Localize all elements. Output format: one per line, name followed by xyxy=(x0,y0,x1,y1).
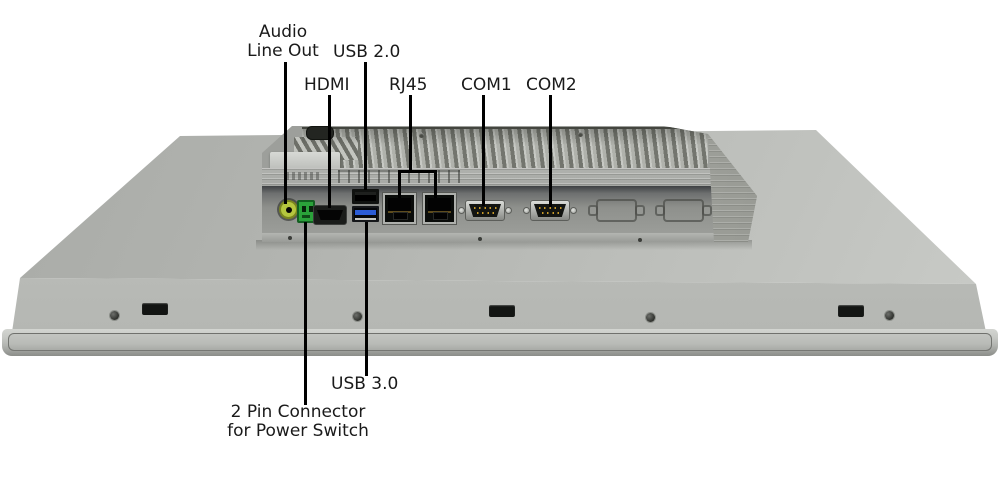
chassis-screw xyxy=(646,313,655,322)
label-com2: COM2 xyxy=(526,75,577,95)
module-drop-shadow xyxy=(256,240,752,250)
label-audio-line1: Audio xyxy=(258,22,308,42)
flange-screw xyxy=(288,236,292,240)
rj45-clip-slot xyxy=(433,212,448,220)
leader-audio-line-out xyxy=(284,62,287,204)
leader-rj45-branch-1 xyxy=(398,170,401,198)
label-com1: COM1 xyxy=(461,75,512,95)
usb3-blue-tongue xyxy=(355,210,376,215)
chassis-screw xyxy=(110,311,119,320)
hdmi-port xyxy=(313,205,347,225)
leader-rj45-branch-2 xyxy=(434,170,437,198)
leader-usb3 xyxy=(365,222,368,376)
module-front-face xyxy=(262,168,724,188)
leader-com2 xyxy=(549,95,552,207)
usb-3-0-port xyxy=(352,206,379,222)
chassis-screw xyxy=(353,312,362,321)
leader-usb2 xyxy=(364,62,367,190)
leader-hdmi xyxy=(328,95,331,208)
heatsink-shading xyxy=(302,127,708,168)
heatsink-fins xyxy=(302,127,708,170)
db9-pins-bottom xyxy=(477,212,495,214)
audio-line-out-jack xyxy=(279,200,298,219)
power-pin-hole xyxy=(301,206,306,212)
rj45-port-2 xyxy=(423,193,456,224)
power-pin-hole xyxy=(308,206,313,212)
usb-2-0-port xyxy=(352,189,379,204)
com-screw-post xyxy=(505,207,512,214)
flange-screw xyxy=(478,237,482,241)
usb3-opening xyxy=(354,208,377,220)
module-bottom-flange xyxy=(262,233,720,242)
label-audio-line-out: Audio Line Out xyxy=(228,23,338,61)
knockout-outline xyxy=(596,199,637,222)
leader-power-connector xyxy=(304,222,307,405)
bezel-rim-seam xyxy=(8,333,992,351)
db9-flange xyxy=(465,200,505,221)
db9-pins-top xyxy=(474,207,497,209)
com-screw-post xyxy=(570,207,577,214)
embossed-marking xyxy=(286,172,320,180)
rj45-port-1 xyxy=(383,193,416,224)
chassis-screw xyxy=(885,311,894,320)
audio-jack-hole xyxy=(285,206,292,213)
com-screw-post xyxy=(523,207,530,214)
module-screw xyxy=(419,133,424,138)
usb2-opening xyxy=(355,192,376,201)
leader-rj45-stem xyxy=(409,95,412,173)
label-power-connector: 2 Pin Connector for Power Switch xyxy=(222,403,374,441)
db9-pins-bottom xyxy=(542,212,560,214)
db9-knockout-2 xyxy=(655,199,712,222)
vent-slot xyxy=(838,305,864,317)
io-module xyxy=(262,126,757,242)
knockout-outline xyxy=(663,199,704,222)
vent-slot xyxy=(142,303,168,315)
rj45-opening xyxy=(388,198,411,213)
db9-flange xyxy=(530,200,570,221)
label-power-line1: 2 Pin Connector xyxy=(230,402,366,422)
rj45-opening xyxy=(428,198,451,213)
db9-knockout-1 xyxy=(588,199,645,222)
db9-insert xyxy=(534,204,566,217)
vent-slot xyxy=(489,305,515,317)
com1-port xyxy=(458,198,512,224)
module-screw xyxy=(578,132,583,137)
leader-rj45-bracket xyxy=(398,170,437,173)
label-audio-line2: Line Out xyxy=(247,41,319,61)
flange-screw xyxy=(638,238,642,242)
db9-insert xyxy=(469,204,501,217)
power-connector-slot xyxy=(302,215,310,218)
hdmi-opening xyxy=(317,210,343,220)
front-bezel-rim xyxy=(2,329,998,356)
label-usb2: USB 2.0 xyxy=(333,42,401,62)
label-power-line2: for Power Switch xyxy=(227,421,369,441)
leader-com1 xyxy=(482,95,485,206)
antenna-hole-plug xyxy=(306,126,334,140)
com-screw-post xyxy=(458,207,465,214)
label-usb3: USB 3.0 xyxy=(331,374,399,394)
rj45-clip-slot xyxy=(393,212,408,220)
com2-port xyxy=(523,198,577,224)
db9-pins-top xyxy=(539,207,562,209)
label-rj45: RJ45 xyxy=(389,75,428,95)
label-hdmi: HDMI xyxy=(304,75,350,95)
usb3-bottom-lip xyxy=(355,218,376,220)
